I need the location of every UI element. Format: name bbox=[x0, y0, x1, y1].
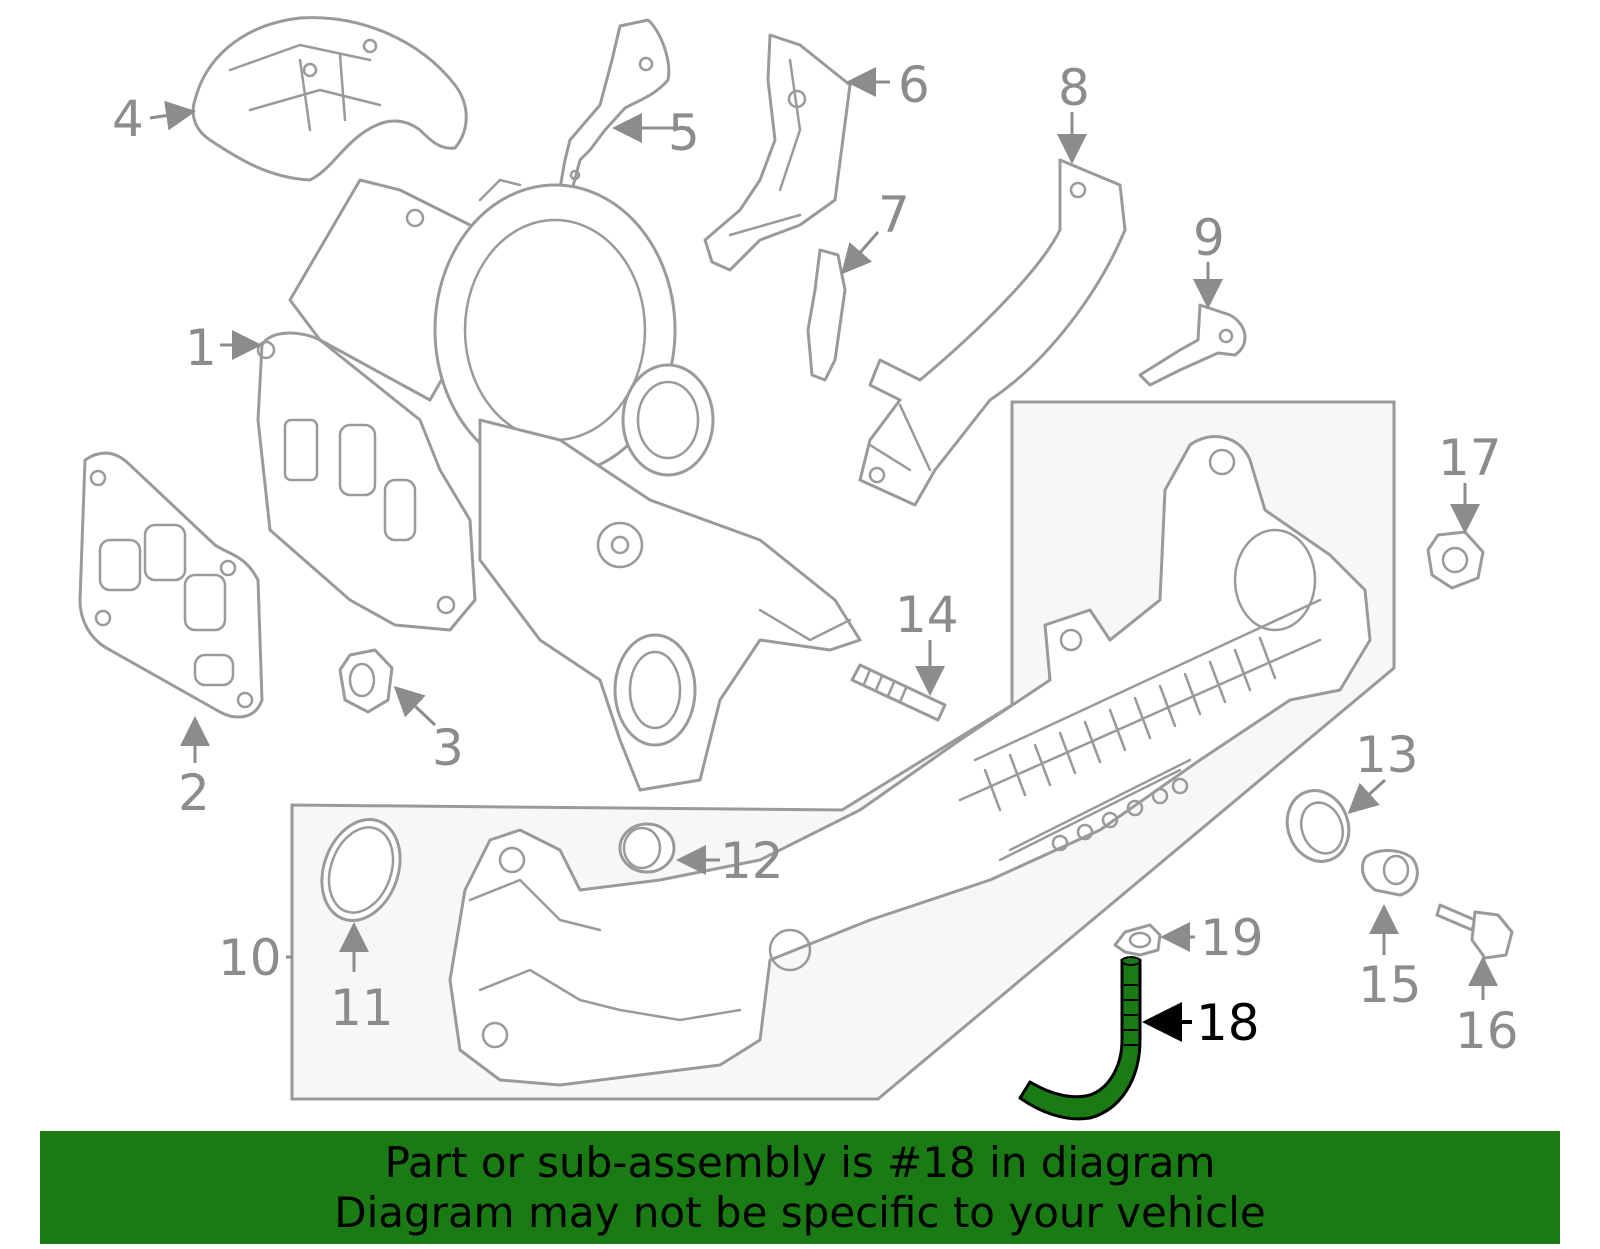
callout-12: 12 bbox=[720, 832, 784, 890]
info-banner: Part or sub-assembly is #18 in diagram D… bbox=[40, 1131, 1560, 1244]
part-4-heat-shield bbox=[191, 16, 468, 182]
callout-labels: 1 2 3 4 5 6 7 8 9 10 11 12 13 14 15 16 1… bbox=[112, 56, 1519, 1060]
part-1-turbocharger bbox=[256, 178, 862, 792]
part-3-nut bbox=[338, 648, 394, 714]
banner-line-1: Part or sub-assembly is #18 in diagram bbox=[384, 1138, 1216, 1187]
callout-7: 7 bbox=[878, 186, 910, 244]
part-9-clip bbox=[1138, 303, 1247, 387]
callout-11: 11 bbox=[330, 979, 394, 1037]
callout-2: 2 bbox=[178, 764, 210, 822]
part-13-bushing bbox=[1285, 789, 1351, 863]
callout-14: 14 bbox=[895, 586, 959, 644]
callout-15: 15 bbox=[1358, 956, 1422, 1014]
part-18-hose-highlighted bbox=[1018, 956, 1142, 1121]
callout-13: 13 bbox=[1355, 726, 1419, 784]
callout-3: 3 bbox=[432, 719, 464, 777]
part-15-sleeve bbox=[1361, 849, 1419, 897]
part-10-egr-cooler-assembly bbox=[448, 435, 1372, 1087]
callout-8: 8 bbox=[1058, 59, 1090, 117]
part-12-cap bbox=[618, 822, 676, 874]
callout-10: 10 bbox=[218, 929, 282, 987]
part-7-plate bbox=[806, 248, 847, 382]
callout-16: 16 bbox=[1455, 1002, 1519, 1060]
part-2-gasket bbox=[78, 451, 264, 719]
part-8-support-bracket bbox=[858, 158, 1127, 507]
callout-17: 17 bbox=[1438, 429, 1502, 487]
callout-5: 5 bbox=[668, 104, 700, 162]
callout-4: 4 bbox=[112, 90, 144, 148]
leader-arrows bbox=[149, 67, 1498, 1042]
callout-9: 9 bbox=[1193, 209, 1225, 267]
callout-6: 6 bbox=[898, 56, 930, 114]
part-17-nut bbox=[1426, 530, 1485, 590]
part-11-seal-ring bbox=[320, 818, 402, 922]
callout-18: 18 bbox=[1196, 994, 1260, 1052]
callout-19: 19 bbox=[1200, 909, 1264, 967]
part-16-bolt bbox=[1435, 903, 1514, 960]
part-19-clamp bbox=[1113, 923, 1162, 957]
part-6-bracket bbox=[703, 33, 852, 272]
part-5-bracket bbox=[558, 18, 671, 192]
callout-1: 1 bbox=[185, 319, 217, 377]
banner-line-2: Diagram may not be specific to your vehi… bbox=[334, 1188, 1266, 1237]
